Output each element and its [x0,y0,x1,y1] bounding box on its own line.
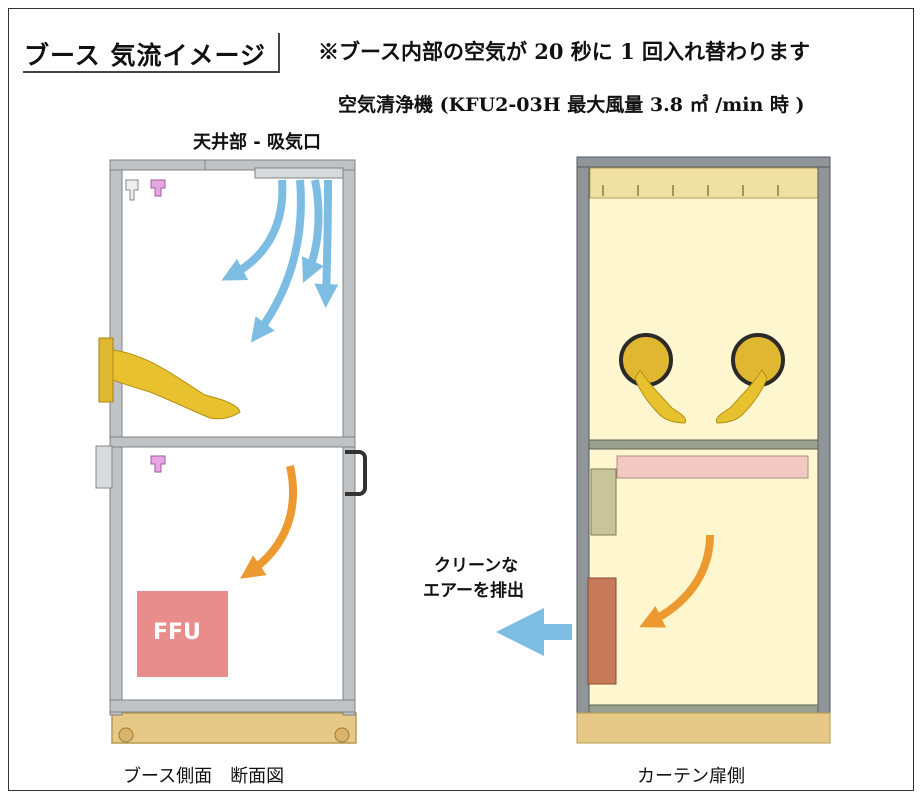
fitting-icon [125,179,139,201]
right-booth [496,156,831,744]
curtain-panel [577,157,830,743]
air-exchange-note: ※ブース内部の空気が 20 秒に 1 回入れ替わります [318,39,811,64]
airflow-in-arrow [250,179,305,343]
arm-glove-icon [112,349,241,420]
ceiling-intake [254,167,344,179]
right-frame-top [576,156,831,168]
airflow-in-arrow [302,179,324,283]
ffu-unit [137,591,228,677]
glove-left-icon [634,369,687,424]
left-frame-bottom [109,699,356,713]
airflow-down-arrow [240,465,297,579]
page-title: ブース 気流イメージ [24,41,266,70]
glove-port [98,337,114,403]
airflow-in-arrow [314,179,339,308]
right-frame-post [817,156,831,744]
shelf-bar [616,455,809,479]
fitting-icon [150,179,166,197]
left-caption: ブース側面 断面図 [123,766,285,787]
left-caster-icon [334,727,350,743]
curtain-rail [589,167,821,199]
clean-air-label-line2: エアーを排出 [423,581,524,601]
left-base [111,712,357,744]
right-frame-post [576,156,590,744]
diagram-frame [8,8,914,791]
left-caster-icon [118,727,134,743]
ceiling-intake-label: 天井部 - 吸気口 [193,132,322,153]
title-tab-border [23,33,280,73]
ffu-side-unit [587,577,617,685]
glove-right-icon [715,369,768,424]
air-purifier-spec: 空気清浄機 (KFU2-03H 最大風量 3.8 ㎥ /min 時 ) [338,94,805,116]
left-frame-middle [109,436,356,448]
right-frame-middle [588,439,819,450]
left-frame-top [109,159,356,171]
side-box [95,445,113,489]
clean-air-label-line1: クリーンな [434,556,519,576]
airflow-in-arrow [221,179,287,281]
door-handle-icon [345,450,367,496]
right-caption: カーテン扉側 [637,766,745,787]
airflow-down-arrow [639,534,714,628]
ffu-label: FFU [153,620,201,645]
right-base [576,712,831,744]
fitting-icon [150,455,166,473]
control-box [590,468,617,536]
left-booth [95,159,367,744]
